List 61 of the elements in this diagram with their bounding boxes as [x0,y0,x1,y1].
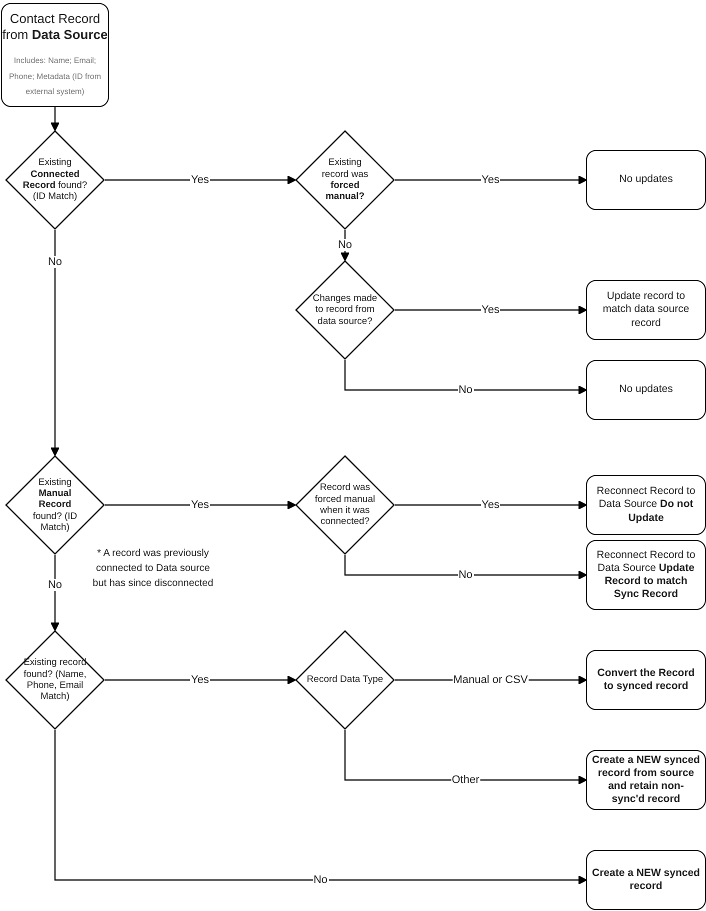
process-box [586,475,706,535]
arrow [54,730,588,885]
node-description: Includes: Name; Email; Phone; Metadata (ID from external system) [8,55,102,98]
node-title: Contact Record from Data Source [2,10,108,44]
decision-diamond [5,630,105,730]
process-box [586,650,706,710]
arrow [50,555,60,632]
edge-label: No [312,874,329,886]
edge-label: Yes [190,498,210,512]
process-box [586,850,706,910]
arrow [395,305,588,315]
start-box [1,3,109,107]
process-box [586,280,706,340]
arrow [50,230,60,456]
node-label: Reconnect Record to Data Source Do not Update [596,485,696,525]
edge-label: Manual or CSV [452,674,529,686]
node-label: No updates [618,383,674,397]
node-label: Reconnect Record to Data Source Update Record to match Sync Record [596,548,696,602]
edge-label: No [46,255,64,268]
arrow [344,730,588,785]
edge-label: No [336,238,354,252]
arrow [344,360,588,395]
node-label: Update record to match data source record [602,290,690,330]
decision-diamond [295,455,395,555]
arrow [105,175,296,185]
arrow [50,107,60,132]
arrow [395,500,588,510]
decision-diamond [295,630,395,730]
footnote: * A record was previously connected to Data source but has since disconnected [92,547,214,591]
process-box [586,540,706,610]
edge-label: Yes [480,174,500,186]
edge-label: Yes [480,304,500,316]
decision-diamond [5,455,105,555]
node-label: Record was forced manual when it was connected? [314,482,376,528]
edge-label: Yes [190,174,210,186]
edge-label: No [457,568,474,582]
decision-diamond [5,130,105,230]
node-label: Existing Manual Record found? (ID Match) [32,476,78,534]
node-label: Existing Connected Record found? (ID Match) [22,157,88,203]
edge-label: Yes [480,498,500,512]
node-label: Existing record found? (Name, Phone, Email Match) [22,657,88,703]
node-label: Convert the Record to synced record [596,666,696,694]
decision-diamond [295,130,395,230]
arrow [105,675,296,685]
node-label: No updates [618,173,674,187]
decision-diamond [295,260,395,360]
edge-label: Yes [190,674,210,686]
process-box [586,150,706,210]
arrow [105,500,296,510]
arrow [395,175,588,185]
node-label: Record Data Type [306,674,384,686]
edge-label: Other [450,774,480,786]
edge-label: No [46,578,64,592]
arrow [344,555,588,580]
node-label: Create a NEW synced record [592,866,700,894]
edge-label: No [457,384,474,396]
node-label: Create a NEW synced record from source and retain non-sync'd record [592,754,700,806]
process-box [586,750,706,810]
node-label: Existing record was forced manual? [320,157,370,203]
process-box [586,360,706,420]
node-label: Changes made to record from data source? [312,292,378,328]
